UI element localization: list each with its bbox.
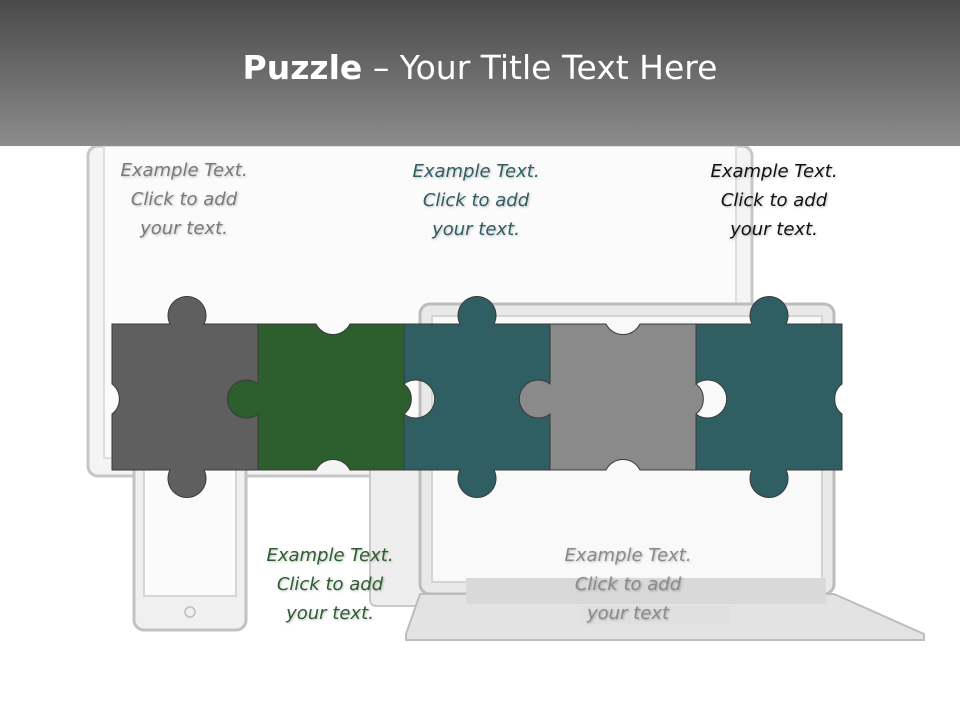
slide-title[interactable]: Puzzle – Your Title Text Here [0, 48, 960, 87]
caption-line: Click to add [720, 190, 828, 211]
title-bold: Puzzle [242, 48, 363, 87]
caption-3[interactable]: Example Text. Click to add your text. [386, 157, 566, 244]
caption-4[interactable]: Example Text. Click to add your text. [684, 157, 864, 244]
caption-line: your text [586, 603, 670, 624]
laptop-keyboard [466, 578, 826, 604]
title-rest: – Your Title Text Here [362, 48, 718, 87]
puzzle-piece-4[interactable] [518, 323, 704, 471]
caption-line: Click to add [276, 574, 384, 595]
caption-line: Example Text. [266, 545, 394, 566]
title-bar [0, 0, 960, 146]
caption-line: your text. [286, 603, 374, 624]
puzzle-piece-3[interactable] [403, 296, 551, 498]
caption-5[interactable]: Example Text. Click to add your text [538, 541, 718, 628]
caption-line: your text. [432, 219, 520, 240]
puzzle-piece-5[interactable] [695, 296, 843, 498]
phone-screen [143, 457, 237, 597]
caption-2[interactable]: Example Text. Click to add your text. [240, 541, 420, 628]
caption-line: Click to add [422, 190, 530, 211]
caption-line: Example Text. [120, 160, 248, 181]
caption-line: Example Text. [564, 545, 692, 566]
caption-1[interactable]: Example Text. Click to add your text. [94, 156, 274, 243]
caption-line: your text. [140, 218, 228, 239]
caption-line: Example Text. [710, 161, 838, 182]
laptop-trackpad [580, 606, 730, 624]
puzzle-piece-2[interactable] [226, 323, 412, 471]
caption-line: your text. [730, 219, 818, 240]
caption-line: Click to add [574, 574, 682, 595]
caption-line: Example Text. [412, 161, 540, 182]
phone-button-icon [184, 606, 196, 618]
caption-line: Click to add [130, 189, 238, 210]
